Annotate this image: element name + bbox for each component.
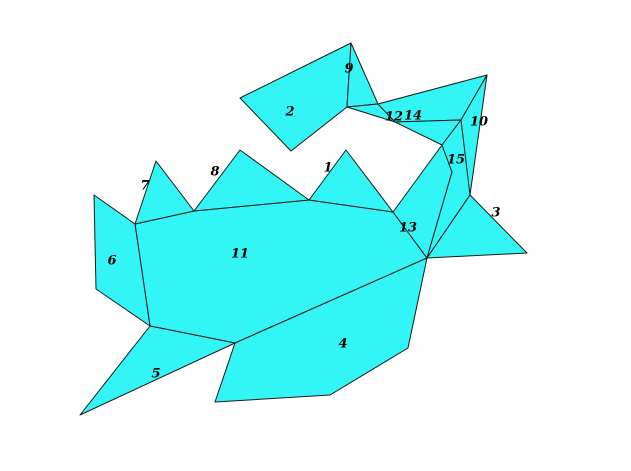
- label-group: 1 2 3 4 5 6 7 8 9 10 11 12 13 14 15: [107, 62, 500, 382]
- label-15: 15: [447, 153, 465, 168]
- polygon-2: [239, 42, 352, 152]
- label-3: 3: [491, 206, 500, 221]
- label-12: 12: [385, 110, 403, 125]
- polygon-5: [79, 325, 236, 416]
- shape-group: [79, 42, 528, 416]
- label-7: 7: [140, 179, 149, 194]
- polygon-4: [214, 257, 428, 403]
- label-14: 14: [404, 109, 422, 124]
- label-5: 5: [151, 367, 160, 382]
- label-6: 6: [107, 254, 116, 269]
- label-9: 9: [344, 62, 353, 77]
- polygon-7: [134, 160, 195, 225]
- label-13: 13: [399, 221, 417, 236]
- label-4: 4: [338, 337, 347, 352]
- polygon-8: [193, 149, 310, 212]
- label-2: 2: [284, 105, 294, 120]
- polygon-1: [308, 149, 394, 213]
- label-1: 1: [323, 161, 332, 176]
- label-10: 10: [470, 115, 488, 130]
- label-11: 11: [231, 247, 249, 262]
- polygon-3: [426, 194, 528, 259]
- label-8: 8: [210, 165, 219, 180]
